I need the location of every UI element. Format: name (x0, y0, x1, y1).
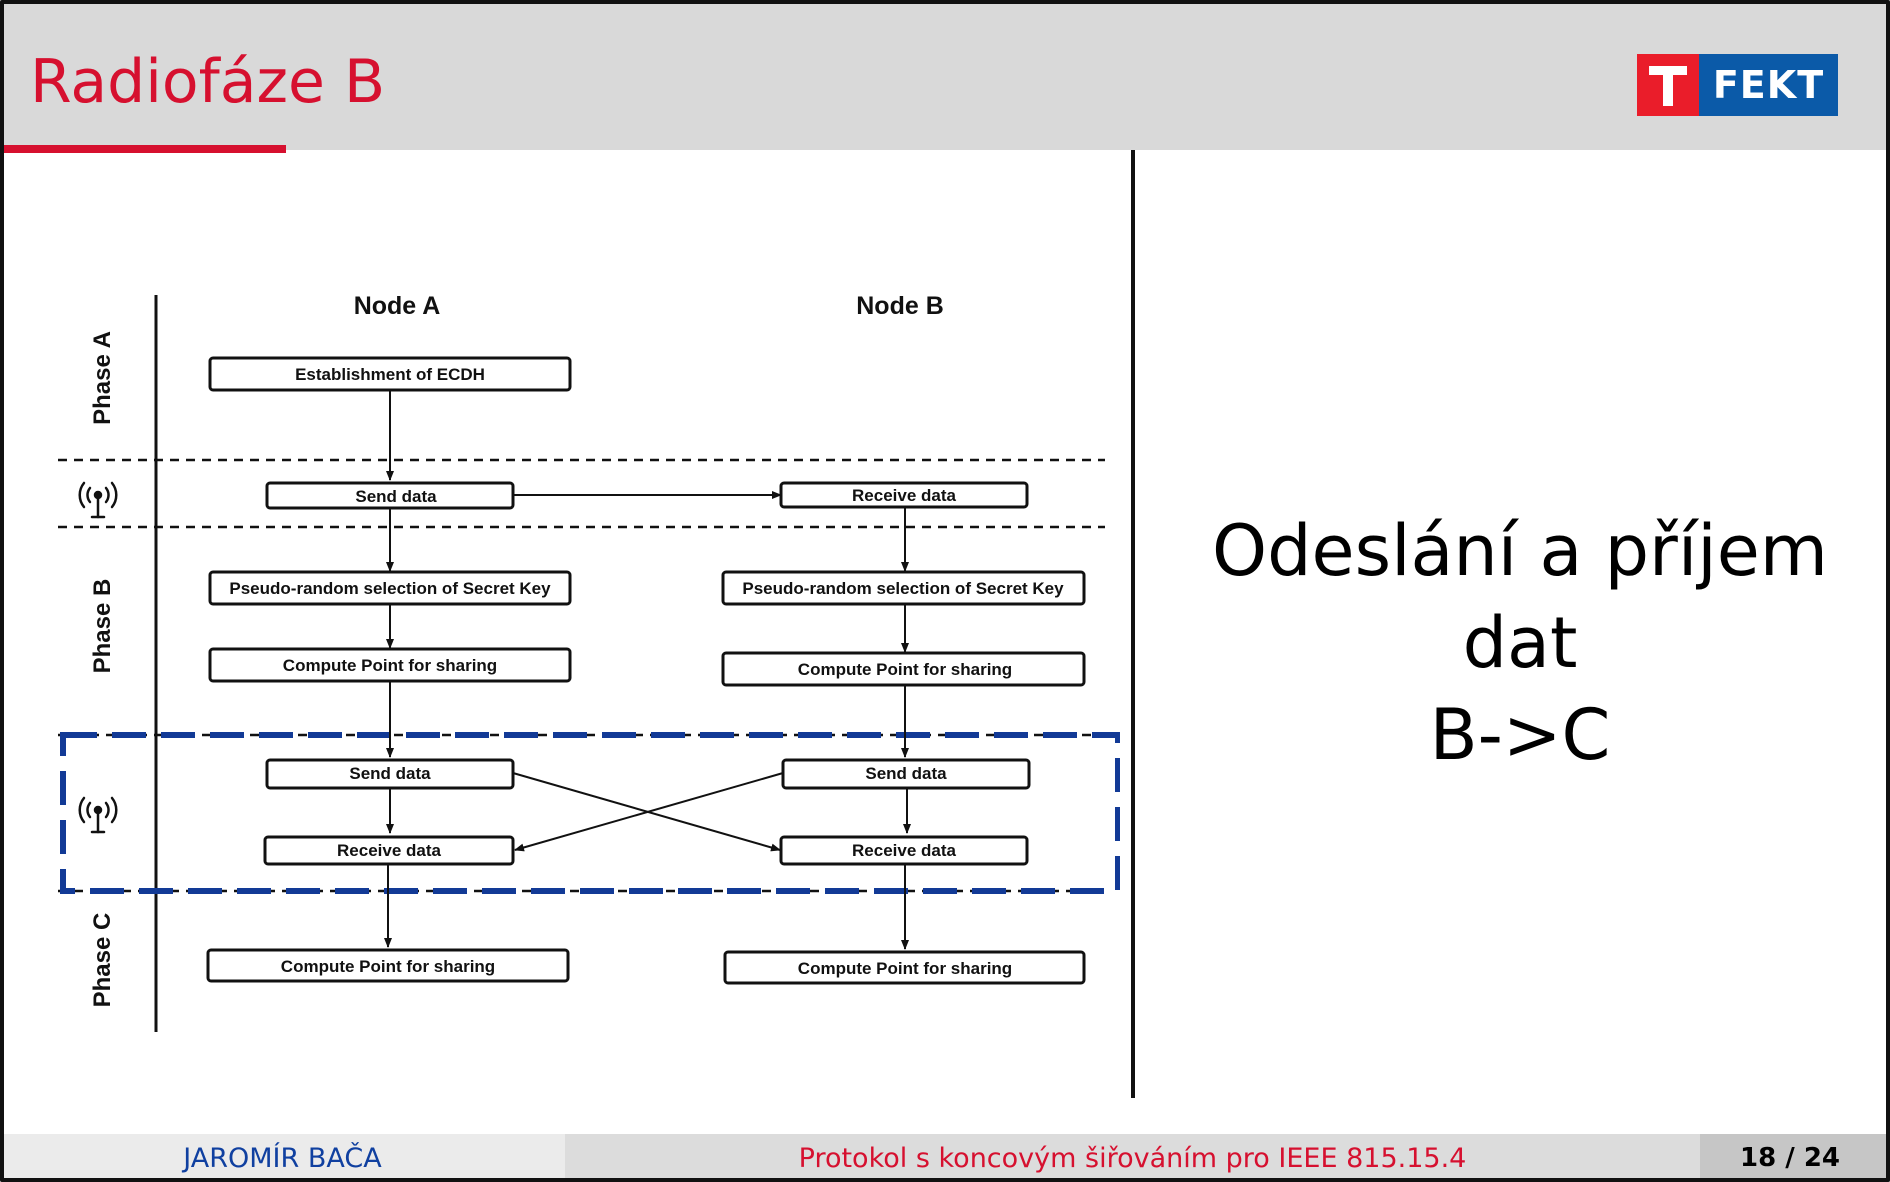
body-line-2: B->C (1429, 694, 1611, 776)
box-label: Receive data (852, 486, 956, 505)
box-a-compute-point (208, 647, 572, 683)
node-b-label: Node B (856, 292, 944, 320)
box-label: Send data (865, 764, 947, 783)
logo-t-icon (1637, 54, 1699, 116)
body-line-1: Odeslání a příjem dat (1212, 510, 1828, 684)
box-label: Compute Point for sharing (798, 959, 1012, 978)
box-b-compute-point (721, 651, 1086, 687)
highlight-region (60, 732, 1120, 894)
fekt-logo: FEKT (1637, 54, 1838, 116)
box-b-pseudo-random (721, 570, 1086, 606)
box-b-receive-data (779, 481, 1029, 509)
logo-text: FEKT (1699, 54, 1838, 116)
protocol-diagram: Node A Node B Phase A Phase B Phase C (58, 292, 1120, 1032)
box-b-send-data-2 (781, 758, 1031, 790)
slide-footer: JAROMÍR BAČA Protokol s koncovým šiřován… (0, 1134, 1890, 1182)
title-underline (4, 145, 286, 153)
box-label: Send data (349, 764, 431, 783)
slide-body-text: Odeslání a příjem dat B->C (1150, 505, 1890, 781)
phase-a-label: Phase A (89, 331, 116, 425)
box-label: Pseudo-random selection of Secret Key (229, 579, 551, 598)
footer-author: JAROMÍR BAČA (0, 1134, 565, 1182)
box-label: Send data (355, 487, 437, 506)
page-number: 18 / 24 (1700, 1134, 1890, 1182)
box-a-send-data-2 (265, 758, 515, 790)
box-b-receive-data-2 (779, 835, 1029, 866)
box-a-send-data (265, 481, 515, 510)
box-label: Compute Point for sharing (281, 957, 495, 976)
column-divider (1131, 150, 1135, 1098)
antenna-icon (78, 796, 118, 834)
box-label: Establishment of ECDH (295, 365, 485, 384)
box-label: Compute Point for sharing (283, 656, 497, 675)
box-a-pseudo-random (208, 570, 572, 606)
box-label: Compute Point for sharing (798, 660, 1012, 679)
box-label: Pseudo-random selection of Secret Key (742, 579, 1064, 598)
slide-header (0, 0, 1890, 150)
box-b-compute-point-2 (723, 950, 1086, 985)
box-label: Receive data (337, 841, 441, 860)
phase-c-label: Phase C (89, 913, 116, 1008)
box-a-compute-point-2 (206, 948, 570, 983)
slide-title: Radiofáze B (30, 47, 386, 117)
box-label: Receive data (852, 841, 956, 860)
antenna-icon (78, 481, 118, 519)
box-a-receive-data-2 (263, 835, 515, 866)
box-establishment-ecdh (208, 356, 572, 392)
flow-arrow (514, 772, 784, 852)
node-a-label: Node A (354, 292, 441, 320)
footer-title: Protokol s koncovým šiřováním pro IEEE 8… (565, 1134, 1700, 1182)
phase-b-label: Phase B (89, 579, 116, 674)
